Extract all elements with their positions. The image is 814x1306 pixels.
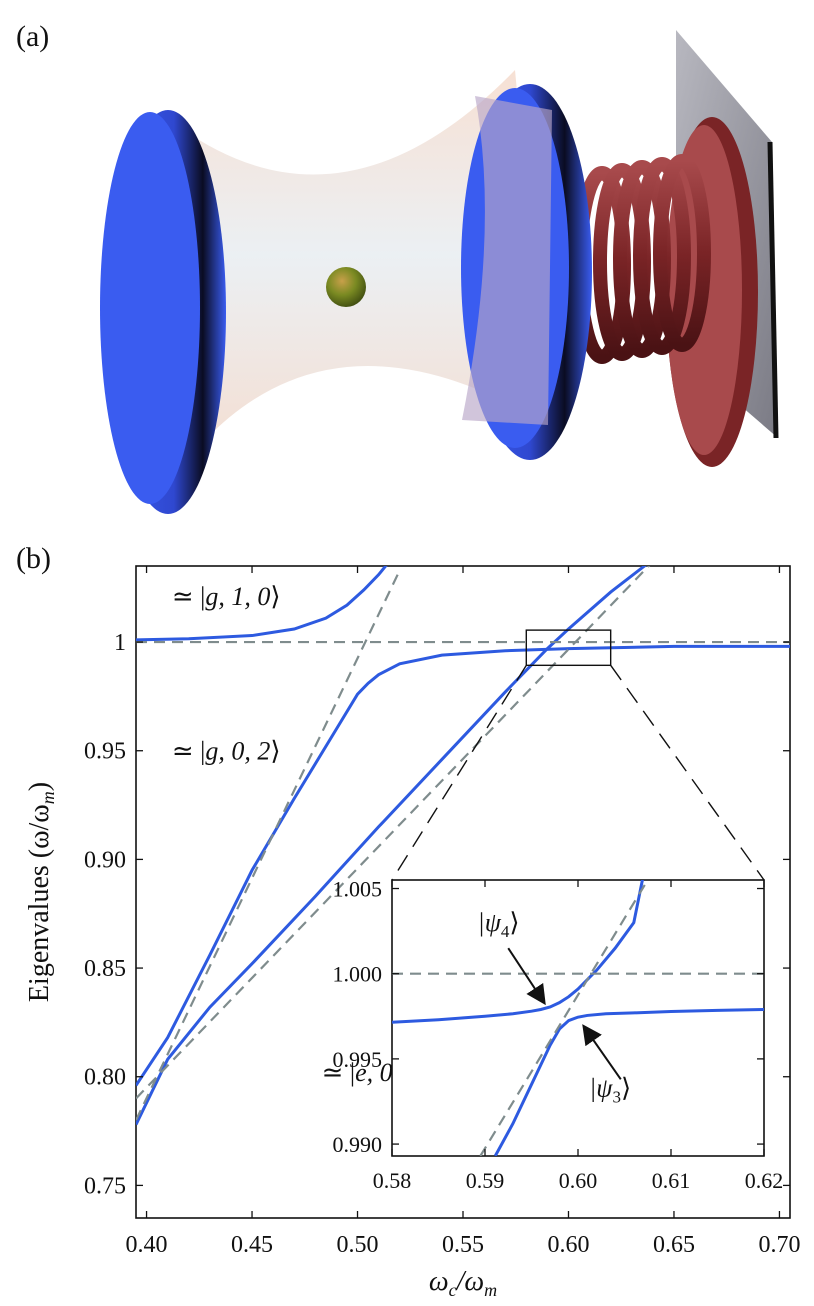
inset-arrow-1 (582, 1024, 622, 1080)
spring (573, 154, 711, 364)
xlabel-sub-m: m (484, 1280, 497, 1300)
main-xtick-label: 0.40 (126, 1232, 168, 1258)
inset-ytick-label: 0.995 (333, 1047, 383, 1072)
annotation-state: g, 1, 0 (205, 582, 270, 611)
annotation-sub: 4 (501, 922, 510, 941)
inset-xtick-label: 0.61 (652, 1168, 691, 1193)
cavity-illustration (100, 30, 779, 514)
inset-series (392, 880, 764, 1156)
main-ytick-label: 0.75 (84, 1173, 126, 1199)
inset-series-0 (392, 880, 644, 1024)
xlabel-sep: /ω (455, 1266, 485, 1297)
main-xtick-label: 0.70 (758, 1232, 800, 1258)
zoom-connector-left (391, 664, 527, 881)
annotation-suffix: ⟩ (270, 582, 280, 611)
inset-ytick-label: 1.000 (333, 962, 383, 987)
annotation-ket: ⟩ (509, 908, 519, 937)
main-series-2 (136, 566, 647, 1126)
annotation-psi: |ψ (478, 908, 502, 937)
inset-xtick-label: 0.60 (559, 1168, 598, 1193)
left-mirror (100, 112, 200, 504)
right-mirror-beam-overlap (462, 96, 552, 425)
main-annotation-1: ≃ |g, 0, 2⟩ (172, 736, 281, 765)
main-series-4 (136, 569, 401, 1121)
zoom-rectangle (525, 629, 612, 667)
inset-ytick-label: 1.005 (333, 877, 383, 902)
ylabel-close: ) (24, 782, 55, 791)
inset-xtick-label: 0.59 (466, 1168, 505, 1193)
inset-annotation-0: |ψ4⟩ (478, 908, 520, 941)
main-series-0 (136, 566, 388, 642)
annotation-psi: |ψ (589, 1073, 613, 1102)
annotation-ket: ⟩ (621, 1073, 631, 1102)
main-ylabel: Eigenvalues (ω/ωm) (24, 782, 58, 1002)
main-ytick-label: 0.85 (84, 956, 126, 982)
main-xtick-label: 0.50 (337, 1232, 379, 1258)
ylabel-sub: m (38, 791, 58, 804)
inset-ytick-label: 0.990 (333, 1132, 383, 1157)
trapped-particle (326, 267, 366, 307)
main-ytick-label: 1 (114, 630, 126, 656)
main-xtick-label: 0.55 (442, 1232, 484, 1258)
inset-arrow-0 (507, 947, 546, 1006)
main-ytick-label: 0.90 (84, 847, 126, 873)
xlabel-sub-c: c (449, 1280, 457, 1300)
main-ytick-label: 0.95 (84, 739, 126, 765)
main-xlabel: ωc/ωm (429, 1266, 497, 1300)
inset-xtick-label: 0.62 (745, 1168, 784, 1193)
annotation-prefix: ≃ | (172, 736, 206, 765)
main-annotation-0: ≃ |g, 1, 0⟩ (172, 582, 281, 611)
xlabel-omega: ω (429, 1266, 449, 1297)
main-xtick-label: 0.45 (231, 1232, 273, 1258)
annotation-prefix: ≃ | (172, 582, 206, 611)
annotation-suffix: ⟩ (270, 736, 280, 765)
inset-annotation-1: |ψ3⟩ (589, 1073, 631, 1106)
annotation-prefix: ≃ | (322, 1058, 356, 1087)
inset-chart: 0.58 0.59 0.60 0.61 0.62 0.990 0.995 1.000 1.005… (333, 877, 784, 1193)
inset-xtick-label: 0.58 (373, 1168, 412, 1193)
zoom-connector-right (610, 664, 765, 881)
annotation-sub: 3 (612, 1087, 621, 1106)
panel-a-label: (a) (16, 20, 49, 53)
zoom-connectors (391, 664, 765, 881)
main-series (136, 566, 790, 1126)
ylabel-main: Eigenvalues (ω/ω (24, 804, 55, 1002)
main-series-5 (136, 566, 651, 1100)
wall-edge (767, 141, 779, 439)
main-xtick-label: 0.60 (547, 1232, 589, 1258)
panel-b-label: (b) (16, 542, 51, 575)
main-xtick-label: 0.65 (653, 1232, 695, 1258)
main-ytick-label: 0.80 (84, 1065, 126, 1091)
inset-series-1 (493, 1007, 764, 1156)
cavity-beam (170, 70, 548, 440)
annotation-state: g, 0, 2 (205, 736, 270, 765)
